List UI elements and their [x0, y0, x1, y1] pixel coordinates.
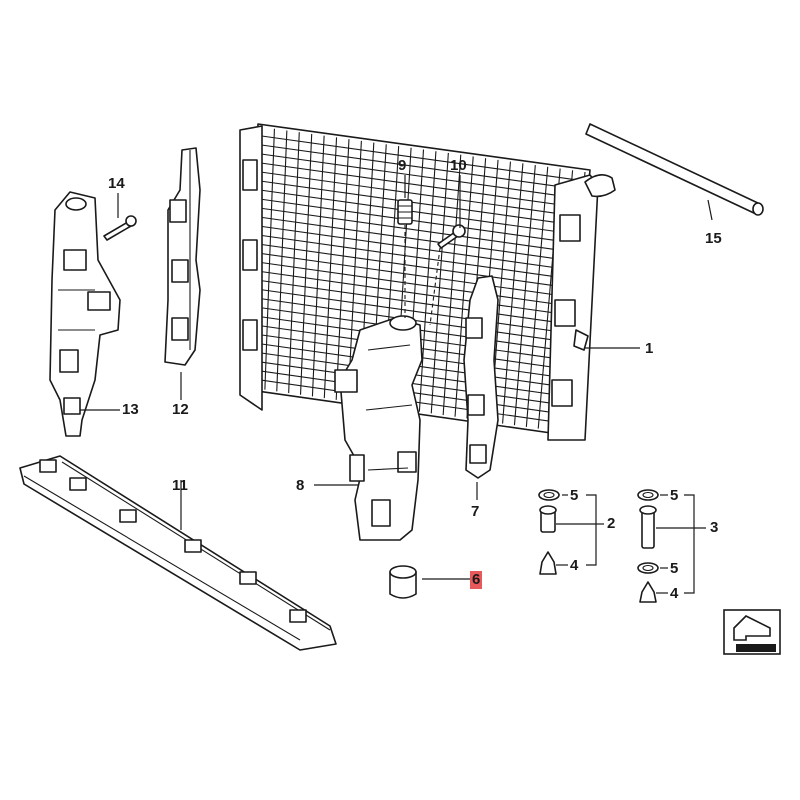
callout-13: 13 — [122, 401, 139, 418]
callout-1: 1 — [645, 340, 654, 357]
radiator-tube — [260, 153, 583, 200]
radiator-tube — [258, 216, 578, 263]
radiator-fin — [418, 151, 437, 412]
side-mount — [463, 275, 499, 479]
callout-15: 15 — [705, 230, 722, 247]
radiator-tube — [258, 225, 577, 272]
radiator-fin — [347, 140, 362, 402]
radiator-fin — [323, 137, 338, 399]
callout-12: 12 — [172, 401, 189, 418]
callout-9: 9 — [398, 157, 407, 174]
radiator-fin — [502, 163, 524, 424]
rubber-mount — [389, 565, 417, 599]
callout-4b: 4 — [670, 585, 679, 602]
screw — [437, 224, 466, 249]
callout-8: 8 — [296, 477, 305, 494]
radiator-tube — [257, 252, 574, 299]
radiator-fin — [276, 130, 288, 392]
left-bracket — [49, 191, 121, 437]
radiator-tube — [261, 135, 585, 182]
radiator-tube — [256, 279, 572, 325]
radiator-fin — [513, 165, 536, 426]
callout-11: 11 — [172, 477, 188, 494]
radiator-tube — [260, 162, 582, 209]
radiator-fin — [311, 135, 325, 397]
drain-plug — [539, 551, 557, 575]
radiator-fin — [264, 128, 275, 390]
lower-rail — [19, 455, 337, 651]
callout-5a: 5 — [570, 487, 579, 504]
radiator-tube — [259, 189, 580, 236]
callout-5b: 5 — [670, 487, 679, 504]
radiator-tube — [260, 171, 582, 218]
leader-lines — [80, 175, 713, 594]
callout-3: 3 — [710, 519, 719, 536]
drain-screw — [539, 505, 557, 533]
radiator-fin — [288, 132, 300, 394]
radiator — [239, 123, 616, 441]
radiator-tube — [256, 270, 573, 316]
radiator-fin — [430, 152, 449, 414]
seal-ring — [637, 562, 659, 574]
callout-4a: 4 — [570, 557, 579, 574]
radiator-fin — [525, 166, 549, 427]
radiator-tube — [259, 207, 578, 254]
bleed-screw — [639, 505, 657, 549]
callout-5c: 5 — [670, 560, 679, 577]
screw — [103, 215, 137, 241]
seal-ring — [538, 489, 560, 501]
radiator-tube — [257, 261, 574, 308]
screw-plug — [397, 199, 413, 225]
radiator-tube — [257, 243, 575, 290]
radiator-fin — [454, 156, 474, 417]
drain-plug — [639, 581, 657, 603]
radiator-fin — [335, 139, 350, 400]
callout-2: 2 — [607, 515, 616, 532]
radiator-tube — [256, 288, 571, 334]
radiator-fin — [442, 154, 462, 416]
seal-ring — [637, 489, 659, 501]
radiator-tube — [259, 198, 579, 245]
radiator-tube — [258, 234, 576, 281]
radiator-tube — [261, 144, 584, 191]
expansion-tank — [334, 315, 423, 541]
callout-10: 10 — [450, 157, 467, 174]
hose — [585, 123, 764, 216]
callout-7: 7 — [471, 503, 480, 520]
radiator-tube — [260, 180, 581, 227]
forward-arrow-icon — [723, 609, 781, 655]
radiator-fin — [299, 133, 313, 395]
vertical-bracket — [164, 147, 201, 366]
callout-14: 14 — [108, 175, 125, 192]
callout-6: 6 — [470, 571, 483, 589]
